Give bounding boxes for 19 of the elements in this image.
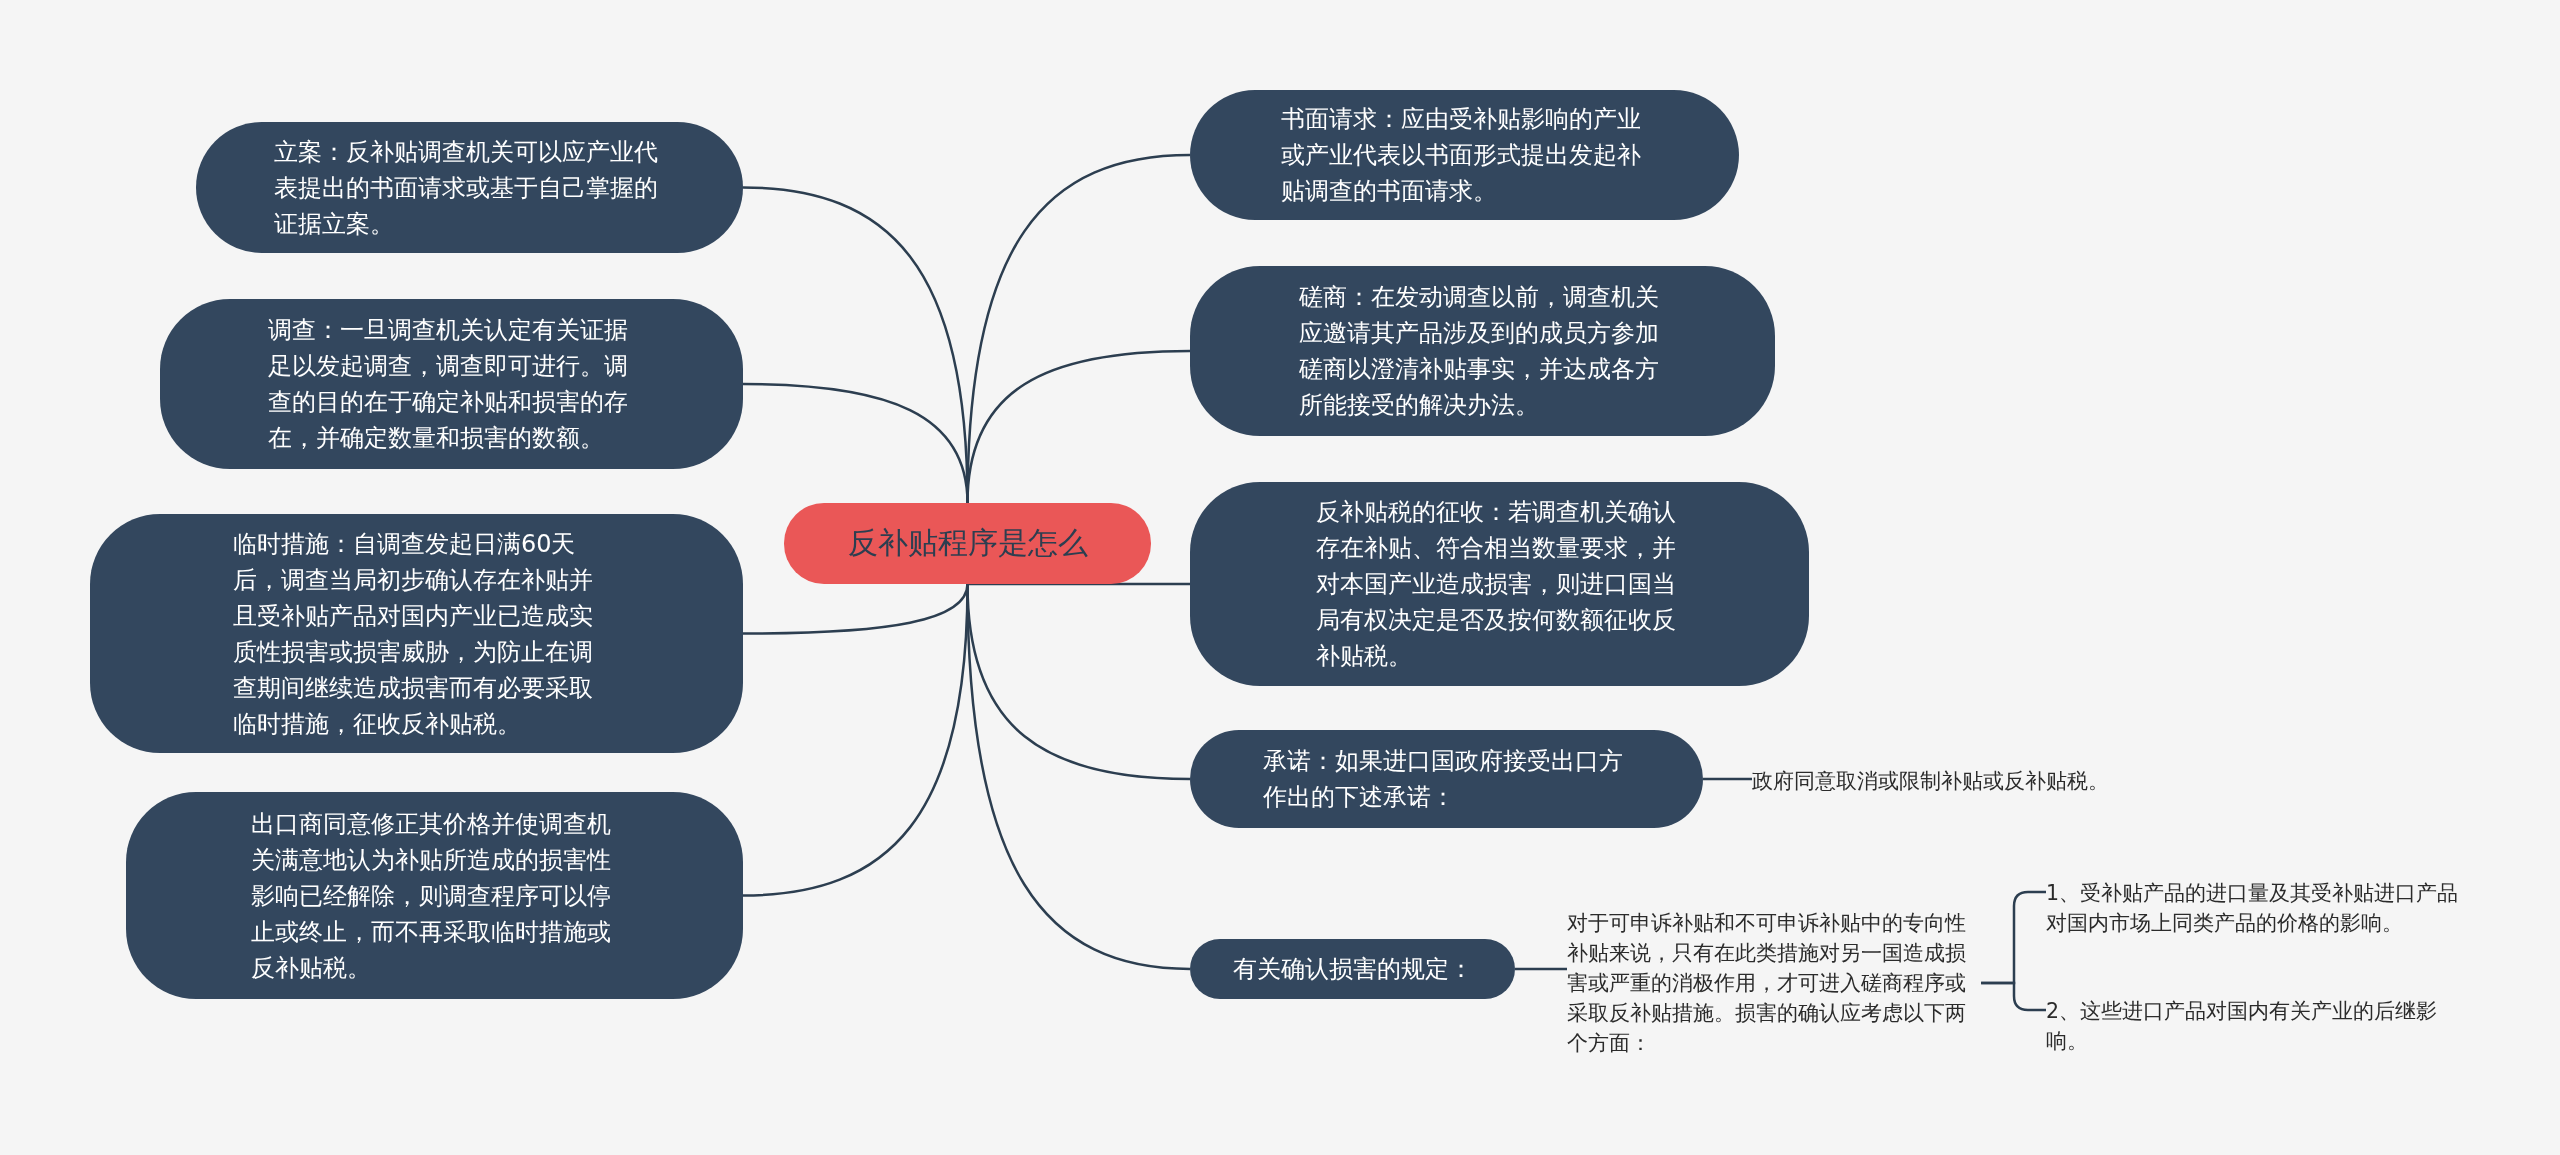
note-text: 1、受补贴产品的进口量及其受补贴进口产品对国内市场上同类产品的价格的影响。 xyxy=(2046,878,2461,938)
central-topic: 反补贴程序是怎么 xyxy=(784,503,1151,584)
topic-pill: 承诺：如果进口国政府接受出口方作出的下述承诺： xyxy=(1190,730,1703,828)
branch-curve xyxy=(967,582,1190,586)
connector-line xyxy=(1981,981,2046,1012)
connector-line xyxy=(1703,777,1752,781)
topic-pill: 出口商同意修正其价格并使调查机关满意地认为补贴所造成的损害性影响已经解除，则调查程序可以停止或终止，而不再采取临时措施或反补贴税。 xyxy=(126,792,743,999)
branch-curve xyxy=(966,349,1191,504)
topic-pill: 书面请求：应由受补贴影响的产业或产业代表以书面形式提出发起补贴调查的书面请求。 xyxy=(1190,90,1739,220)
topic-pill: 反补贴税的征收：若调查机关确认存在补贴、符合相当数量要求，并对本国产业造成损害，则进口国当局有权决定是否及按何数额征收反补贴税。 xyxy=(1190,482,1809,686)
topic-pill: 立案：反补贴调查机关可以应产业代表提出的书面请求或基于自己掌握的证据立案。 xyxy=(196,122,743,253)
note-text: 政府同意取消或限制补贴或反补贴税。 xyxy=(1752,766,2132,796)
note-text: 2、这些进口产品对国内有关产业的后继影响。 xyxy=(2046,996,2440,1056)
topic-pill: 有关确认损害的规定： xyxy=(1190,939,1515,999)
topic-pill: 调查：一旦调查机关认定有关证据足以发起调查，调查即可进行。调查的目的在于确定补贴和损害的存在，并确定数量和损害的数额。 xyxy=(160,299,743,469)
topic-pill: 临时措施：自调查发起日满60天后，调查当局初步确认存在补贴并且受补贴产品对国内产业已造成实质性损害或损害威胁，为防止在调查期间继续造成损害而有必要采取临时措施，征收反补贴税。 xyxy=(90,514,743,753)
topic-pill: 磋商：在发动调查以前，调查机关应邀请其产品涉及到的成员方参加磋商以澄清补贴事实，并达成各方所能接受的解决办法。 xyxy=(1190,266,1775,436)
connector-line xyxy=(1515,967,1567,971)
note-text: 对于可申诉补贴和不可申诉补贴中的专向性补贴来说，只有在此类措施对另一国造成损害或严重的消极作用，才可进入磋商程序或采取反补贴措施。损害的确认应考虑以下两个方面： xyxy=(1567,908,1982,1058)
